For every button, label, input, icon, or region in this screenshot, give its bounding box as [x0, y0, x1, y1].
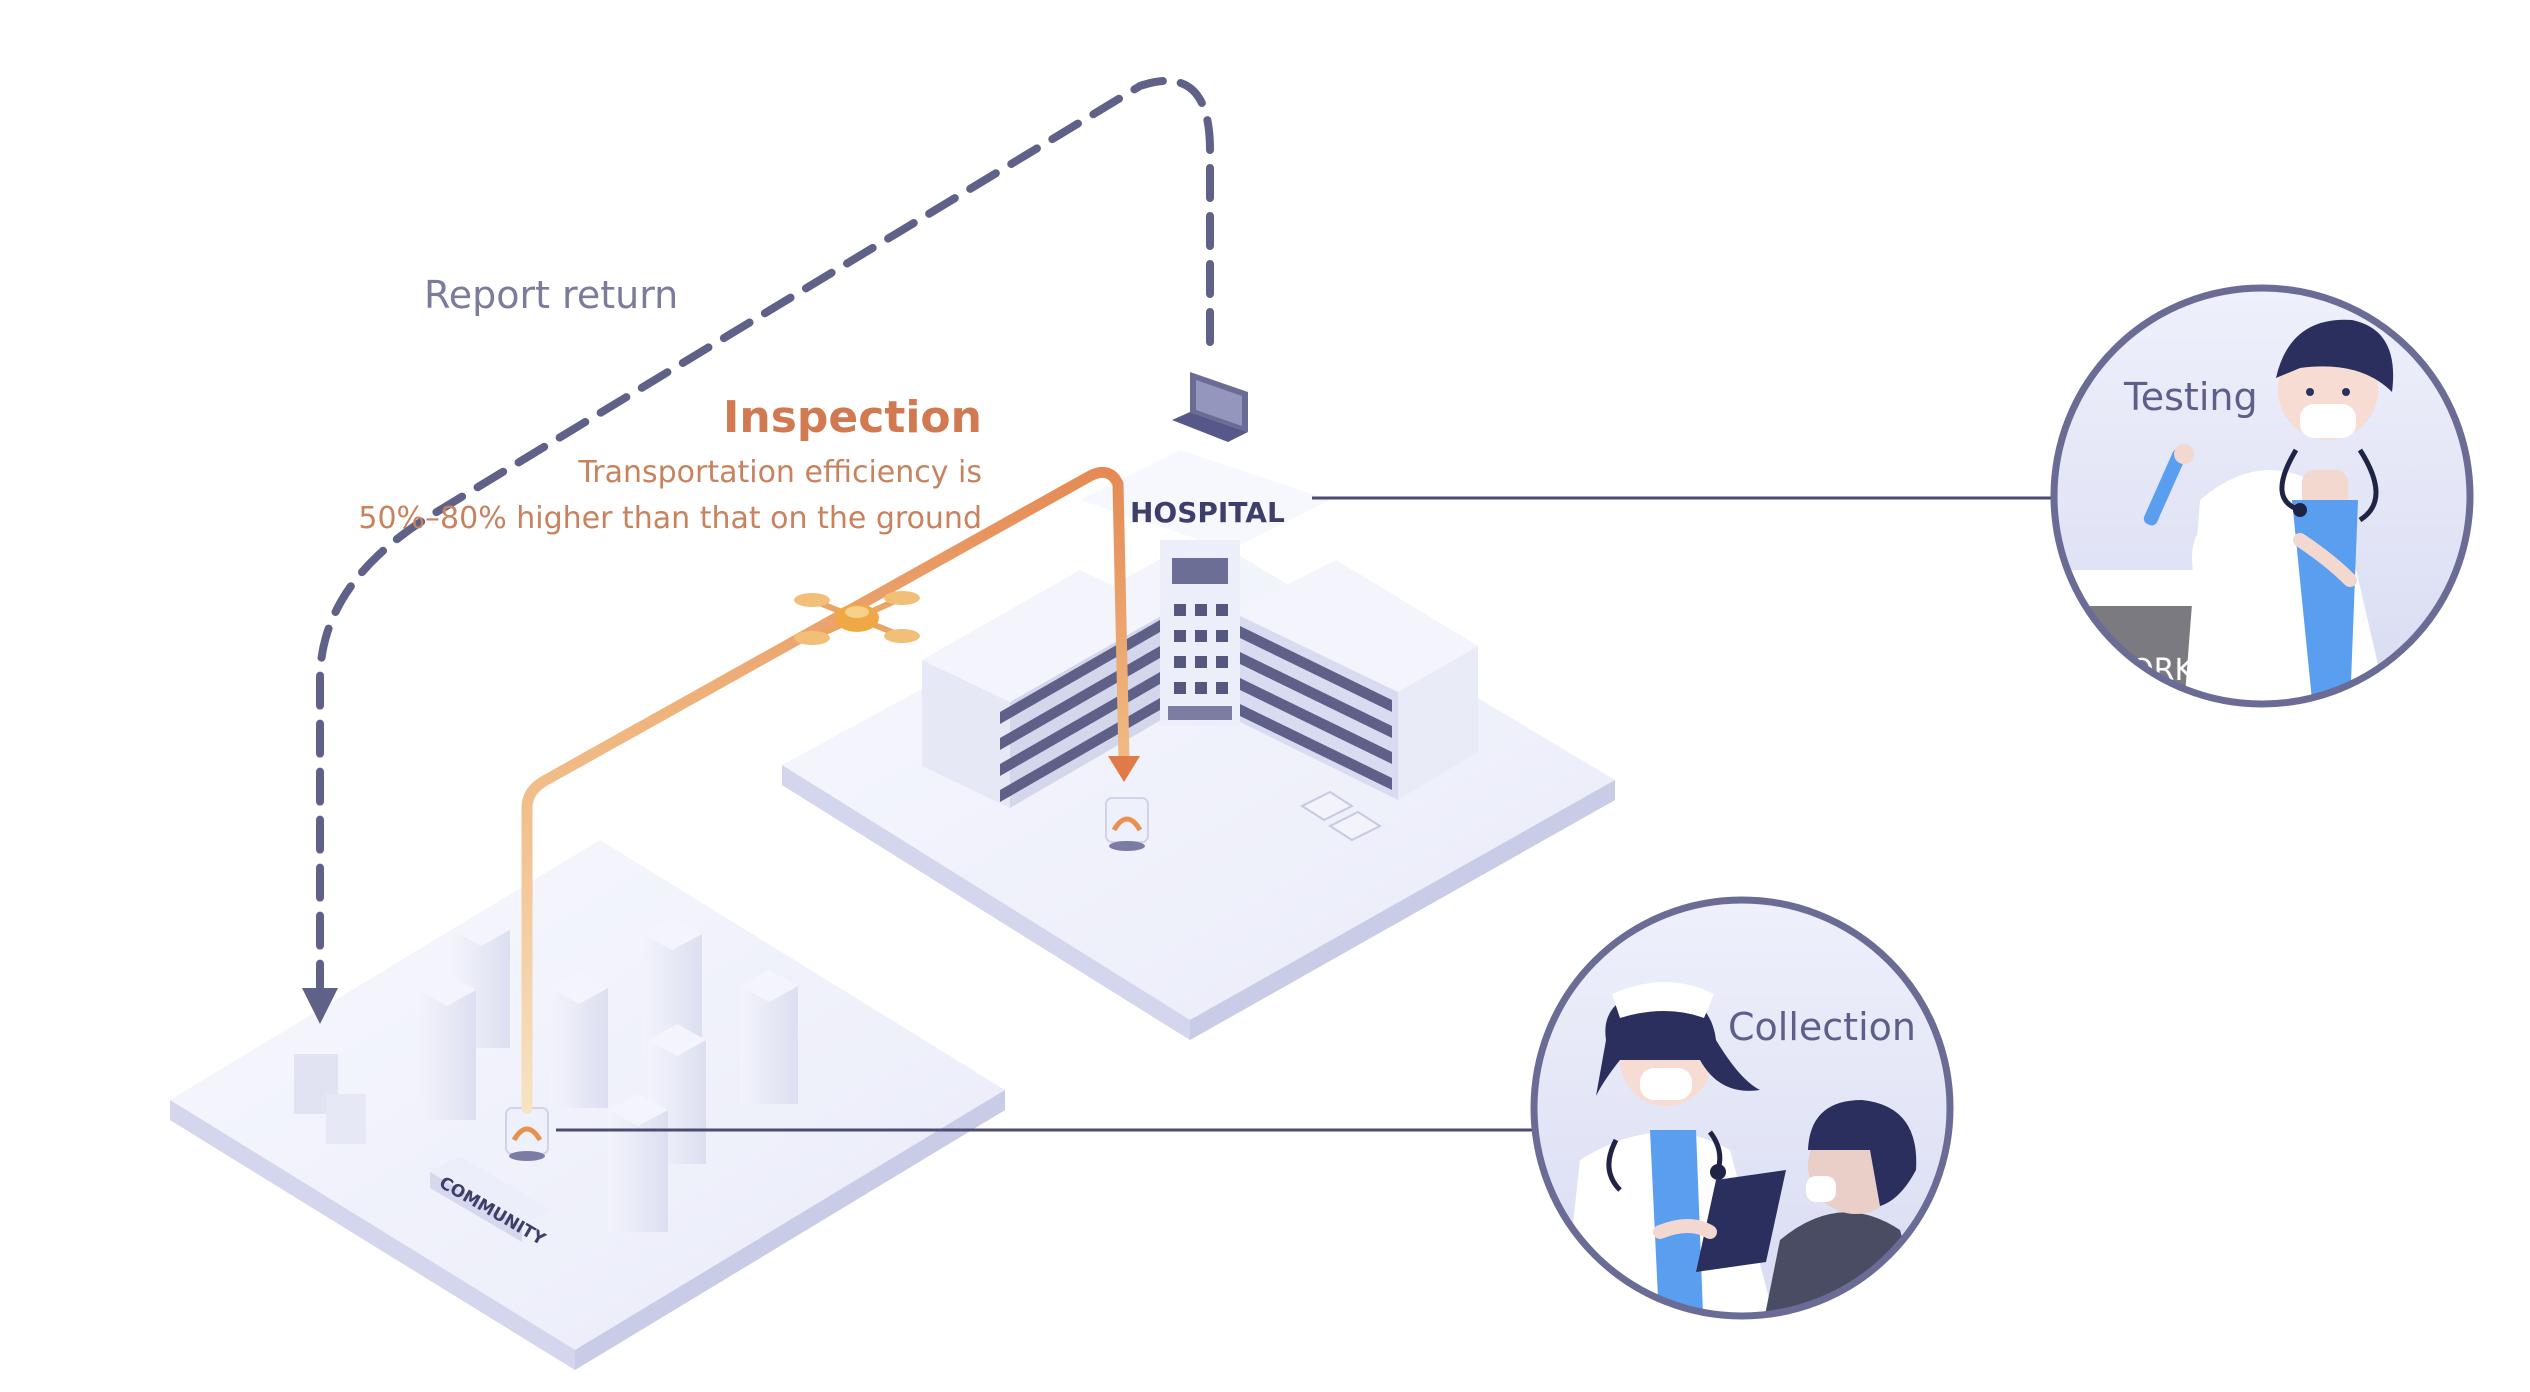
hospital-sign: HOSPITAL — [1130, 496, 1285, 529]
report-return-label: Report return — [424, 273, 678, 317]
inspection-description-line1: Transportation efficiency is — [577, 455, 982, 490]
report-return-arrowhead — [302, 988, 338, 1024]
laptop-icon — [1172, 372, 1248, 442]
inspection-arrowhead — [1108, 756, 1140, 782]
community-delivery-station — [505, 1107, 549, 1161]
inspection-description-line2: 50%–80% higher than that on the ground — [358, 501, 982, 536]
hospital-delivery-station — [1105, 797, 1149, 851]
tower — [608, 1094, 668, 1232]
drone-icon — [794, 591, 920, 645]
tower — [418, 974, 476, 1120]
inspection-title: Inspection — [723, 392, 982, 443]
collection-circle: Collection — [1530, 896, 1954, 1320]
ambulances — [1299, 790, 1383, 842]
tower — [740, 970, 798, 1104]
hospital-building: HOSPITAL — [922, 450, 1478, 851]
testing-circle: ORK Testing — [2050, 284, 2474, 708]
inspection-flight-path — [521, 466, 1130, 1114]
collection-label: Collection — [1728, 1005, 1916, 1049]
testing-label: Testing — [2123, 375, 2258, 419]
report-return-path — [316, 77, 1214, 994]
house — [294, 1054, 366, 1144]
tower — [550, 972, 608, 1108]
